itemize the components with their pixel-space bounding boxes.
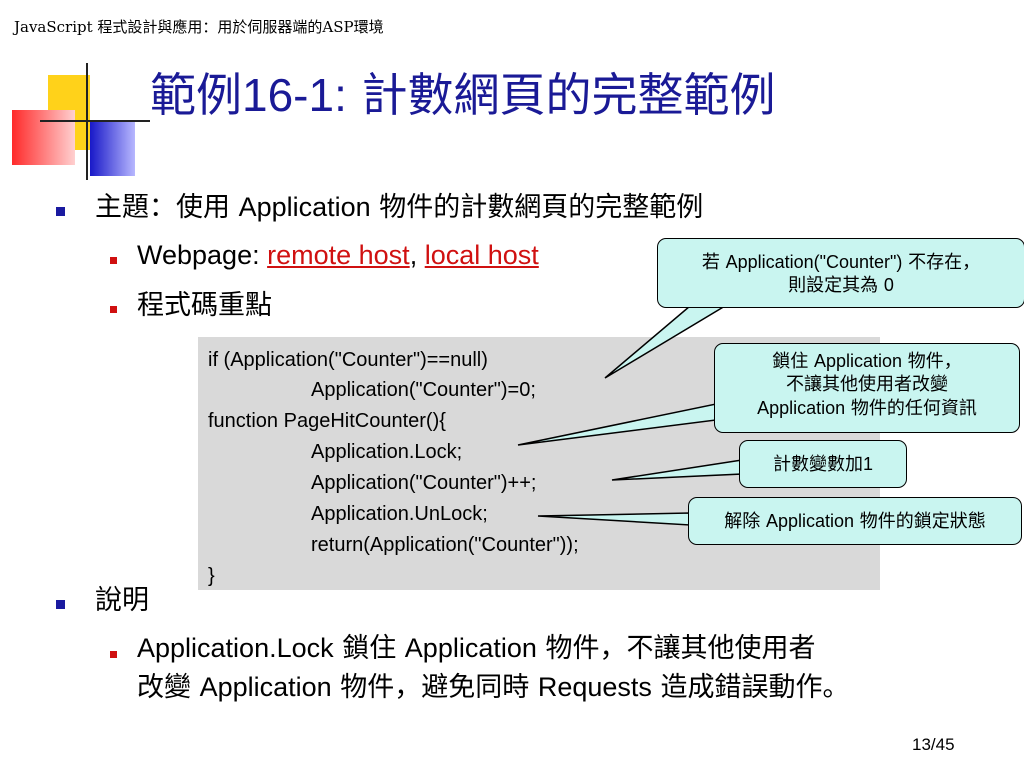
callout-1-pointer bbox=[604, 305, 728, 379]
title-number: 16-1: bbox=[242, 69, 347, 121]
blue-block bbox=[90, 121, 135, 176]
code-line: if (Application("Counter")==null) bbox=[208, 349, 488, 371]
header-text: JavaScript 程式設計與應用：用於伺服器端的ASP環境 bbox=[14, 18, 384, 36]
sub-bullet-marker bbox=[110, 257, 117, 264]
bullet-lock-line2: 改變 Application 物件，避免同時 Requests 造成錯誤動作。 bbox=[137, 672, 850, 703]
code-line: } bbox=[208, 565, 215, 587]
bullet-topic: 主題：使用 Application 物件的計數網頁的完整範例 bbox=[95, 192, 704, 223]
bullet-marker bbox=[56, 207, 65, 216]
code-line: return(Application("Counter")); bbox=[311, 534, 579, 556]
bullet-marker bbox=[56, 600, 65, 609]
bullet-explain: 說明 bbox=[95, 585, 149, 616]
local-host-link[interactable]: local host bbox=[424, 240, 539, 270]
bullet-code-points: 程式碼重點 bbox=[137, 290, 272, 321]
bullet-webpage: Webpage: remote host, local host bbox=[137, 240, 539, 270]
page-number: 13/45 bbox=[912, 735, 955, 754]
code-line: Application.Lock; bbox=[311, 441, 463, 463]
title-prefix: 範例 bbox=[150, 68, 242, 122]
title-suffix: 計數網頁的完整範例 bbox=[346, 68, 776, 122]
sub-bullet-marker bbox=[110, 306, 117, 313]
callout-increment: 計數變數加1 bbox=[739, 440, 907, 488]
sub-bullet-marker bbox=[110, 651, 117, 658]
callout-2-pointer bbox=[517, 403, 717, 446]
remote-host-link[interactable]: remote host bbox=[267, 240, 410, 270]
callout-3-pointer bbox=[611, 459, 743, 481]
code-line: Application("Counter")++; bbox=[311, 472, 537, 494]
callout-counter-null: 若 Application("Counter") 不存在， 則設定其為 0 bbox=[657, 238, 1024, 308]
decorative-logo bbox=[12, 63, 150, 180]
bullet-lock-line1: Application.Lock 鎖住 Application 物件，不讓其他使… bbox=[137, 633, 816, 664]
callout-4-pointer bbox=[537, 512, 691, 526]
slide-title: 範例16-1: 計數網頁的完整範例 bbox=[150, 72, 775, 118]
callout-lock: 鎖住 Application 物件， 不讓其他使用者改變 Application… bbox=[714, 343, 1020, 433]
red-block bbox=[12, 110, 75, 165]
code-line: Application.UnLock; bbox=[311, 503, 488, 525]
code-line: Application("Counter")=0; bbox=[311, 379, 536, 401]
callout-unlock: 解除 Application 物件的鎖定狀態 bbox=[688, 497, 1022, 545]
code-line: function PageHitCounter(){ bbox=[208, 410, 446, 432]
